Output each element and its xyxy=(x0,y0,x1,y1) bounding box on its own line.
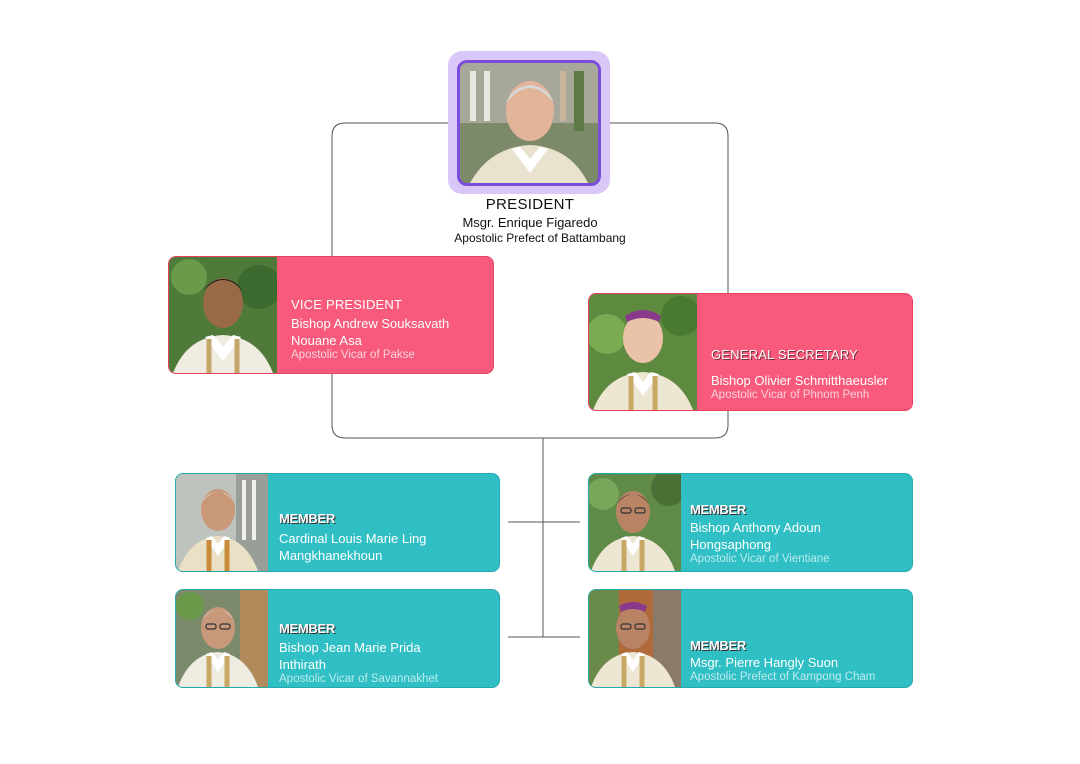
vice-president-card: VICE PRESIDENT Bishop Andrew Souksavath … xyxy=(168,256,494,374)
general-secretary-photo xyxy=(589,294,697,410)
member-3-name-line1: Bishop Jean Marie Prida xyxy=(279,640,421,655)
portrait-icon xyxy=(460,63,598,183)
president-name: Msgr. Enrique Figaredo xyxy=(462,215,598,230)
portrait-icon xyxy=(176,590,268,687)
member-3-photo xyxy=(176,590,268,687)
vice-president-name-line1: Bishop Andrew Souksavath xyxy=(291,316,450,331)
member-card-2: MEMBER Bishop Anthony Adoun Hongsaphong … xyxy=(588,473,913,572)
member-1-photo xyxy=(176,474,268,571)
member-1-role: MEMBER xyxy=(279,511,335,526)
general-secretary-title: Apostolic Vicar of Phnom Penh xyxy=(711,389,870,401)
member-2-role: MEMBER xyxy=(690,502,746,517)
member-2-title: Apostolic Vicar of Vientiane xyxy=(690,553,830,565)
member-card-1: MEMBER Cardinal Louis Marie Ling Mangkha… xyxy=(175,473,500,572)
vice-president-title: Apostolic Vicar of Pakse xyxy=(291,349,415,361)
member-4-role: MEMBER xyxy=(690,638,746,653)
vice-president-role: VICE PRESIDENT xyxy=(291,297,403,312)
vice-president-name-line2: Nouane Asa xyxy=(291,333,362,348)
general-secretary-role: GENERAL SECRETARY xyxy=(711,347,858,362)
member-3-title: Apostolic Vicar of Savannakhet xyxy=(279,673,438,685)
general-secretary-card: GENERAL SECRETARY Bishop Olivier Schmitt… xyxy=(588,293,913,411)
general-secretary-name: Bishop Olivier Schmitthaeusler xyxy=(711,373,889,388)
member-3-role: MEMBER xyxy=(279,621,335,636)
portrait-icon xyxy=(589,474,681,571)
portrait-icon xyxy=(589,590,681,687)
member-2-photo xyxy=(589,474,681,571)
officer-loop-line xyxy=(331,122,729,439)
president-role: PRESIDENT xyxy=(485,196,575,213)
member-2-name-line2: Hongsaphong xyxy=(690,537,771,552)
member-1-name-line1: Cardinal Louis Marie Ling xyxy=(279,531,427,546)
portrait-icon xyxy=(589,294,697,410)
member-1-name-line2: Mangkhanekhoun xyxy=(279,548,383,563)
president-photo xyxy=(457,60,601,186)
portrait-icon xyxy=(169,257,277,373)
member-4-photo xyxy=(589,590,681,687)
member-4-title: Apostolic Prefect of Kampong Cham xyxy=(690,671,876,683)
member-card-3: MEMBER Bishop Jean Marie Prida Inthirath… xyxy=(175,589,500,688)
member-3-name-line2: Inthirath xyxy=(279,657,326,672)
president-title: Apostolic Prefect of Battambang xyxy=(454,231,626,245)
vice-president-photo xyxy=(169,257,277,373)
portrait-icon xyxy=(176,474,268,571)
member-2-name-line1: Bishop Anthony Adoun xyxy=(690,520,821,535)
member-4-name-line1: Msgr. Pierre Hangly Suon xyxy=(690,655,839,670)
member-card-4: MEMBER Msgr. Pierre Hangly Suon Apostoli… xyxy=(588,589,913,688)
